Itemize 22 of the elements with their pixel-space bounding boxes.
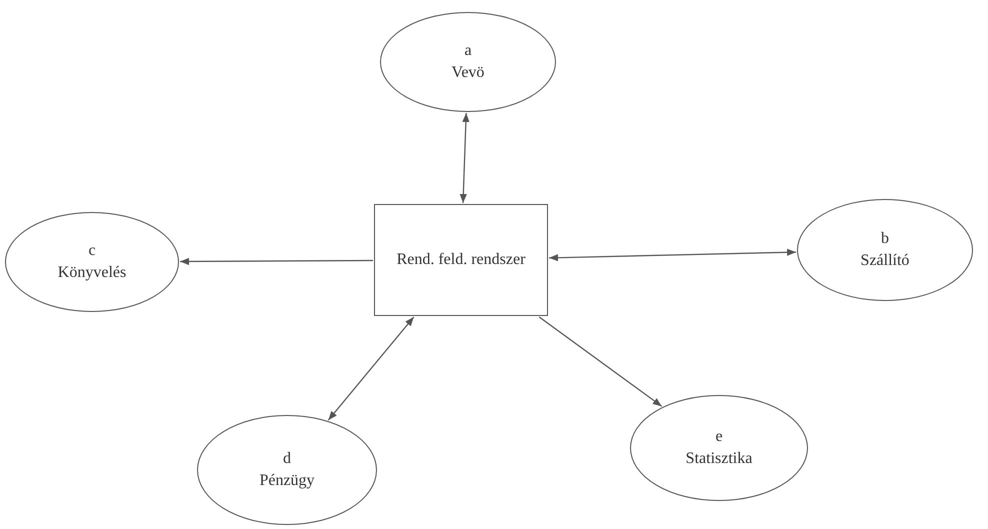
entity-ellipse: [197, 415, 377, 525]
arrow: [548, 248, 796, 262]
node-letter: c: [87, 241, 97, 262]
node-label: Szállító: [860, 251, 910, 271]
node-letter: a: [463, 41, 473, 62]
arrow: [328, 316, 414, 420]
arrow: [538, 316, 662, 407]
node-letter: b: [880, 229, 890, 250]
arrow: [180, 258, 373, 266]
node-label: Statisztika: [684, 449, 754, 469]
node-label: Pénzügy: [258, 471, 316, 491]
entity-ellipse: [630, 395, 808, 501]
node-label: Vevö: [450, 63, 486, 83]
node-letter: d: [282, 449, 292, 470]
process-box: [374, 204, 548, 316]
node-label: Könyvelés: [56, 263, 128, 283]
node-label: Rend. feld. rendszer: [396, 250, 526, 270]
arrow: [460, 112, 470, 204]
entity-ellipse: [797, 199, 973, 301]
node-letter: e: [714, 427, 724, 448]
entity-ellipse: [5, 212, 179, 312]
entity-ellipse: [380, 12, 556, 112]
